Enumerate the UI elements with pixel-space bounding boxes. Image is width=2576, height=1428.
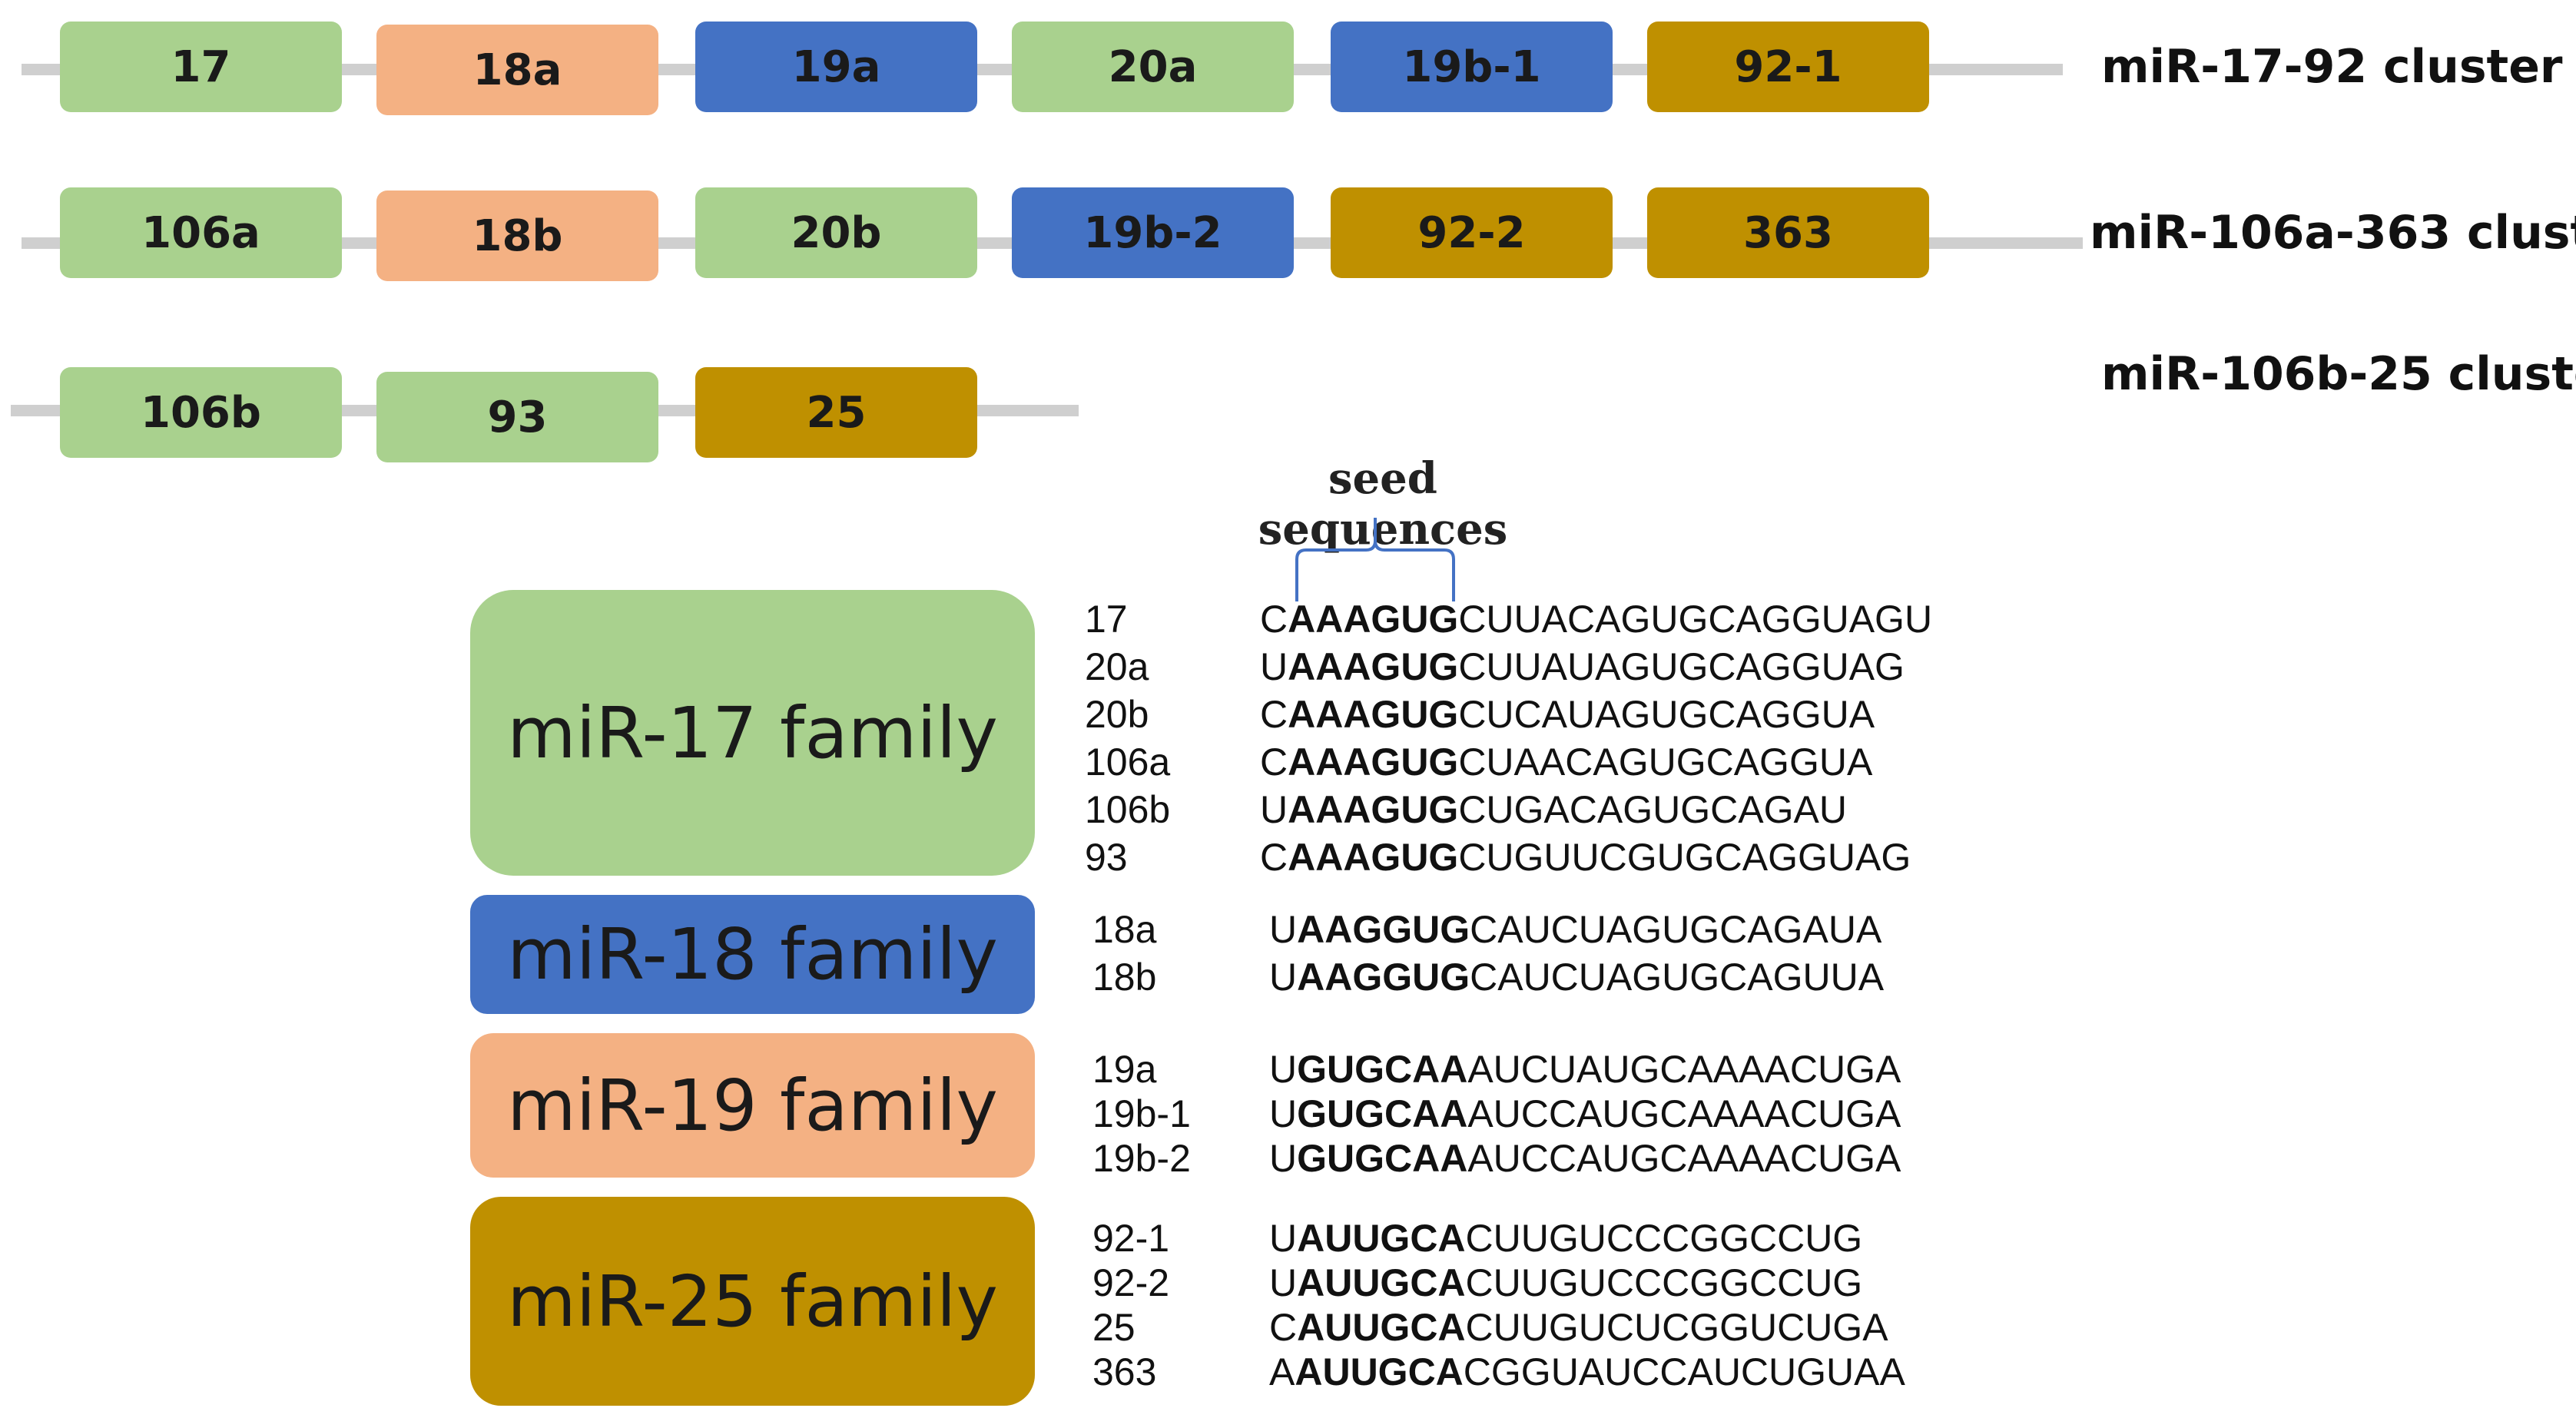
gene-box: 19b-2	[1012, 187, 1294, 278]
gene-box: 93	[376, 372, 658, 462]
gene-box: 92-1	[1647, 22, 1929, 112]
mirna-name: 25	[1092, 1306, 1135, 1349]
mirna-name: 19a	[1092, 1048, 1157, 1091]
mirna-sequence: CAAAGUGCUAACAGUGCAGGUA	[1260, 741, 1873, 784]
mirna-sequence: UAAGGUGCAUCUAGUGCAGAUA	[1269, 908, 1882, 951]
seed-region: AAAGUG	[1288, 741, 1459, 784]
mirna-name: 20a	[1085, 645, 1149, 688]
mirna-sequence: UAUUGCACUUGUCCCGGCCUG	[1269, 1217, 1863, 1260]
seed-region: AAAGUG	[1288, 598, 1459, 641]
seed-region: AUUGCA	[1295, 1350, 1464, 1393]
mirna-sequence: UAAAGUGCUGACAGUGCAGAU	[1260, 788, 1847, 831]
mirna-name: 18b	[1092, 956, 1157, 999]
seed-brace-icon	[1295, 518, 1455, 601]
gene-box: 19b-1	[1331, 22, 1613, 112]
seed-region: AAAGUG	[1288, 836, 1459, 879]
mirna-sequence: AAUUGCACGGUAUCCAUCUGUAA	[1269, 1350, 1905, 1393]
gene-box: 106a	[60, 187, 342, 278]
mirna-sequence: UGUGCAAAUCCAUGCAAAACUGA	[1269, 1092, 1901, 1135]
mirna-name: 106a	[1085, 741, 1171, 784]
gene-box: 18b	[376, 191, 658, 281]
mirna-sequence: UAUUGCACUUGUCCCGGCCUG	[1269, 1261, 1863, 1304]
family-box: miR-19 family	[470, 1033, 1035, 1178]
gene-box: 20a	[1012, 22, 1294, 112]
family-box: miR-17 family	[470, 590, 1035, 876]
mirna-sequence: UGUGCAAAUCCAUGCAAAACUGA	[1269, 1137, 1901, 1180]
mirna-sequence: UAAAGUGCUUAUAGUGCAGGUAG	[1260, 645, 1905, 688]
seed-region: GUGCAA	[1297, 1092, 1468, 1135]
mirna-sequence: CAAAGUGCUGUUCGUGCAGGUAG	[1260, 836, 1911, 879]
seed-region: AAAGUG	[1288, 645, 1459, 688]
mirna-name: 19b-1	[1092, 1092, 1191, 1135]
gene-box: 18a	[376, 25, 658, 115]
cluster-label: miR-106b-25 cluster	[2101, 347, 2576, 401]
seed-region: AAAGUG	[1288, 693, 1459, 736]
mirna-name: 92-1	[1092, 1217, 1170, 1260]
gene-box: 106b	[60, 367, 342, 458]
gene-box: 25	[695, 367, 977, 458]
mirna-name: 363	[1092, 1350, 1157, 1393]
cluster-label: miR-106a-363 cluster	[2090, 206, 2576, 260]
mirna-sequence: UAAGGUGCAUCUAGUGCAGUUA	[1269, 956, 1885, 999]
seed-region: AUUGCA	[1297, 1261, 1466, 1304]
gene-box: 363	[1647, 187, 1929, 278]
mirna-name: 19b-2	[1092, 1137, 1191, 1180]
mirna-name: 92-2	[1092, 1261, 1170, 1304]
seed-region: AAGGUG	[1297, 956, 1470, 999]
seed-region: GUGCAA	[1297, 1137, 1468, 1180]
mirna-name: 17	[1085, 598, 1128, 641]
mirna-sequence: CAUUGCACUUGUCUCGGUCUGA	[1269, 1306, 1888, 1349]
family-box: miR-18 family	[470, 895, 1035, 1014]
seed-sequences-label: seed sequences	[1258, 453, 1508, 555]
cluster-label: miR-17-92 cluster	[2101, 40, 2563, 94]
seed-region: GUGCAA	[1297, 1048, 1468, 1091]
seed-region: AAAGUG	[1288, 788, 1459, 831]
mirna-name: 20b	[1085, 693, 1149, 736]
mirna-name: 93	[1085, 836, 1128, 879]
mirna-sequence: CAAAGUGCUCAUAGUGCAGGUA	[1260, 693, 1875, 736]
mirna-name: 106b	[1085, 788, 1171, 831]
mirna-sequence: CAAAGUGCUUACAGUGCAGGUAGU	[1260, 598, 1933, 641]
family-box: miR-25 family	[470, 1197, 1035, 1406]
gene-box: 19a	[695, 22, 977, 112]
gene-box: 17	[60, 22, 342, 112]
seed-region: AUUGCA	[1297, 1217, 1466, 1260]
gene-box: 20b	[695, 187, 977, 278]
seed-region: AAGGUG	[1297, 908, 1470, 951]
gene-box: 92-2	[1331, 187, 1613, 278]
mirna-sequence: UGUGCAAAUCUAUGCAAAACUGA	[1269, 1048, 1901, 1091]
seed-region: AUUGCA	[1297, 1306, 1466, 1349]
mirna-name: 18a	[1092, 908, 1157, 951]
